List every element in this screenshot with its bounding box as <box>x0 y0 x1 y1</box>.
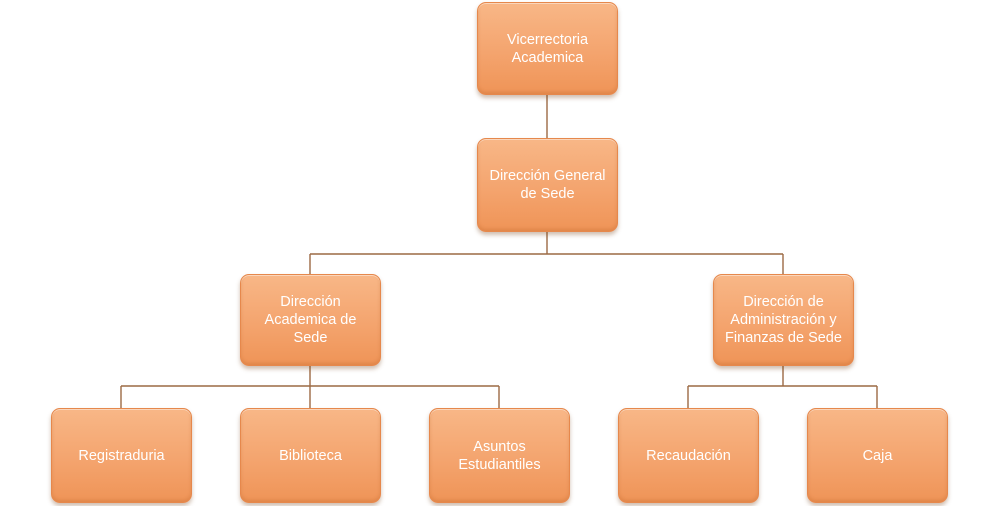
node-label: Asuntos Estudiantiles <box>458 438 541 473</box>
node-label: Dirección General de Sede <box>489 168 606 202</box>
node-biblioteca: Biblioteca <box>240 408 381 503</box>
node-label: Registraduria <box>78 447 165 464</box>
node-label: Dirección Academica de Sede <box>264 294 357 346</box>
node-label: Recaudación <box>646 447 731 464</box>
node-direccion-administracion-finanzas: Dirección de Administración y Finanzas d… <box>713 274 854 366</box>
node-direccion-academica-de-sede: Dirección Academica de Sede <box>240 274 381 366</box>
node-label: Dirección de Administración y Finanzas d… <box>725 294 842 346</box>
node-caja: Caja <box>807 408 948 503</box>
node-label: Vicerrectoria Academica <box>506 31 589 66</box>
node-label: Biblioteca <box>279 447 342 464</box>
node-recaudacion: Recaudación <box>618 408 759 503</box>
node-label: Caja <box>862 447 893 464</box>
node-asuntos-estudiantiles: Asuntos Estudiantiles <box>429 408 570 503</box>
node-registraduria: Registraduria <box>51 408 192 503</box>
node-vicerrectoria-academica: Vicerrectoria Academica <box>477 2 618 95</box>
node-direccion-general-de-sede: Dirección General de Sede <box>477 138 618 232</box>
